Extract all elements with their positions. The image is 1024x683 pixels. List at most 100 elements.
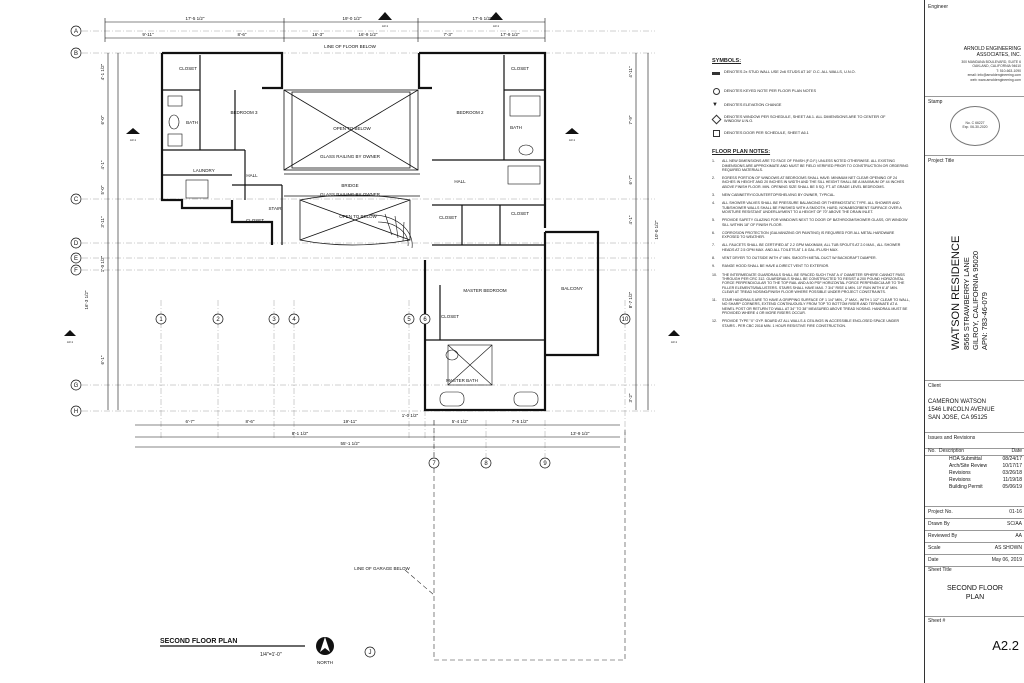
sheet-no-label: Sheet # — [928, 618, 946, 624]
line-of-garage-below: LINE OF GARAGE BELOW — [354, 566, 410, 571]
project-name: WATSON RESIDENCE — [950, 235, 962, 350]
symbols-heading: SYMBOLS: — [712, 58, 742, 64]
symbol-desc: DENOTES WINDOW PER SCHEDULE, SHEET A6.1.… — [724, 115, 886, 123]
dim-left: 3'-11" — [100, 216, 105, 228]
window-tag-icon — [711, 114, 722, 125]
date-value: May 06, 2019 — [991, 557, 1022, 563]
section-marker-icon — [378, 12, 392, 20]
dim-left: 6'-1" — [100, 355, 105, 364]
engineer-contact: 300 MANDANA BOULEVARD, SUITE 6 OAKLAND, … — [961, 60, 1021, 82]
dim-left: 6'-0" — [100, 115, 105, 124]
room-bath: BATH — [186, 120, 198, 125]
room-hall: HALL — [454, 179, 466, 184]
note-item: 12.PROVIDE TYPE "X" GYP. BOARD AT ALL WA… — [712, 319, 900, 328]
note-item: 6.CORROSION PROTECTION (GALVANIZING OR P… — [712, 230, 895, 240]
project-no-label: Project No. — [928, 509, 953, 515]
dim-bottom: 55'-1 1/2" — [341, 441, 360, 446]
dim-left: 4'-1 1/2" — [100, 63, 105, 80]
note-item: 4.ALL SHOWER VALVES SHALL BE PRESSURE BA… — [712, 201, 902, 214]
grid-2: 2 — [216, 317, 220, 323]
grid-F: F — [74, 268, 78, 274]
engineer-stamp: No. C 66227 Exp. 06-30-2020 — [950, 106, 1000, 146]
line-of-floor-below: LINE OF FLOOR BELOW — [324, 44, 377, 49]
engineer-label: Engineer — [928, 4, 949, 10]
grid-C: C — [74, 197, 79, 203]
engineer-block: ARNOLD ENGINEERING ASSOCIATES, INC. — [963, 46, 1021, 58]
dim-top: 17'-9 1/2" — [501, 32, 520, 37]
drawing-title: SECOND FLOOR PLAN — [160, 638, 237, 645]
project-addr1: 8565 STRAWBERRY LANE — [962, 257, 971, 350]
grid-4: 4 — [292, 317, 296, 323]
issues-col-date: Date — [1011, 448, 1022, 454]
symbol-desc: DENOTES KEYED NOTE PER FLOOR PLAN NOTES — [724, 89, 816, 93]
symbol-desc: DENOTES DOOR PER SCHEDULE, SHEET A6.1 — [724, 131, 809, 135]
grid-10: 10 — [622, 317, 629, 323]
note-item: 10.THE INTERMEDIATE GUARDRAILS SHALL BE … — [712, 272, 905, 294]
dim-top: 16'-3" — [312, 32, 324, 37]
section-tag: A3.1 — [493, 24, 500, 28]
drawn-by: SC/AA — [1006, 521, 1022, 527]
project-title-rotated: WATSON RESIDENCE 8565 STRAWBERRY LANE GI… — [950, 236, 989, 350]
grid-J: J — [369, 650, 372, 656]
dim-right: 6'-7" — [628, 175, 633, 184]
sheet-title-label: Sheet Title — [928, 567, 952, 573]
dim-right: 10'-0 1/2" — [654, 220, 659, 239]
north-arrow-icon — [316, 637, 334, 655]
project-addr2: GILROY, CALIFORNIA 95020 — [971, 250, 980, 350]
open-to-below: OPEN TO BELOW — [333, 126, 371, 131]
client-block: CAMERON WATSON 1546 LINCOLN AVENUE SAN J… — [928, 399, 995, 421]
dim-left: 1'-0 1/2" — [100, 255, 105, 272]
dim-bottom: 13'-9 1/2" — [571, 431, 590, 436]
dim-bottom: 8'-6" — [246, 419, 255, 424]
room-closet: CLOSET — [441, 314, 459, 319]
title-block: Engineer ARNOLD ENGINEERING ASSOCIATES, … — [924, 0, 1024, 683]
room-bridge: BRIDGE — [341, 183, 358, 188]
section-marker-icon — [126, 128, 140, 134]
dim-top: 16'-9 1/2" — [359, 32, 378, 37]
dim-bottom: 1'-0 1/2" — [402, 413, 419, 418]
room-bedroom-2: BEDROOM 2 — [456, 110, 484, 115]
room-closet: CLOSET — [511, 66, 529, 71]
dim-top: 19'-0 1/2" — [343, 16, 362, 21]
room-closet: CLOSET — [439, 215, 457, 220]
drawing-scale: 1/4"=1'-0" — [260, 652, 282, 658]
dim-bottom: 6'-7" — [186, 419, 195, 424]
grid-6: 6 — [423, 317, 427, 323]
notes-heading: FLOOR PLAN NOTES: — [712, 149, 771, 155]
section-tag: A3.1 — [130, 138, 137, 142]
issues-label: Issues and Revisions — [928, 435, 976, 441]
dim-top: 8'-6" — [238, 32, 247, 37]
reviewed-by: AA — [1015, 533, 1022, 539]
room-hall: HALL — [246, 173, 258, 178]
note-item: 11.STAIR HANDRAILS ARE TO HAVE A GRIPPIN… — [712, 298, 910, 316]
grid-H: H — [74, 409, 78, 415]
reviewed-by-label: Reviewed By — [928, 533, 958, 539]
room-stair: STAIR — [269, 206, 283, 211]
keyed-note-icon — [713, 88, 720, 95]
room-balcony: BALCONY — [561, 286, 583, 291]
section-tag: A3.1 — [671, 340, 678, 344]
project-apn: APN: 783-46-079 — [980, 292, 989, 350]
open-to-below: OPEN TO BELOW — [339, 214, 377, 219]
dim-right: 7'-9" — [628, 115, 633, 124]
dim-bottom: 8'-1 1/2" — [292, 431, 309, 436]
glass-railing: GLASS RAILING BY OWNER — [320, 192, 381, 197]
issues-col-desc: Description — [939, 448, 965, 454]
dim-bottom: 19'-11" — [343, 419, 357, 424]
room-laundry: LAUNDRY — [193, 168, 214, 173]
section-marker-icon — [64, 330, 76, 336]
dim-bottom: 5'-4 1/2" — [452, 419, 469, 424]
sheet-number: A2.2 — [992, 638, 1019, 653]
note-item: 5.PROVIDE SAFETY GLAZING FOR WINDOWS NEX… — [712, 218, 908, 227]
stamp-label: Stamp — [928, 99, 943, 105]
glass-railing: GLASS RAILING BY OWNER — [320, 154, 381, 159]
date-label: Date — [928, 557, 939, 563]
issues-col-no: No. — [928, 448, 936, 454]
floor-plan: A B C D E F G H J 1 2 3 4 5 6 7 8 9 10 A… — [64, 12, 680, 665]
